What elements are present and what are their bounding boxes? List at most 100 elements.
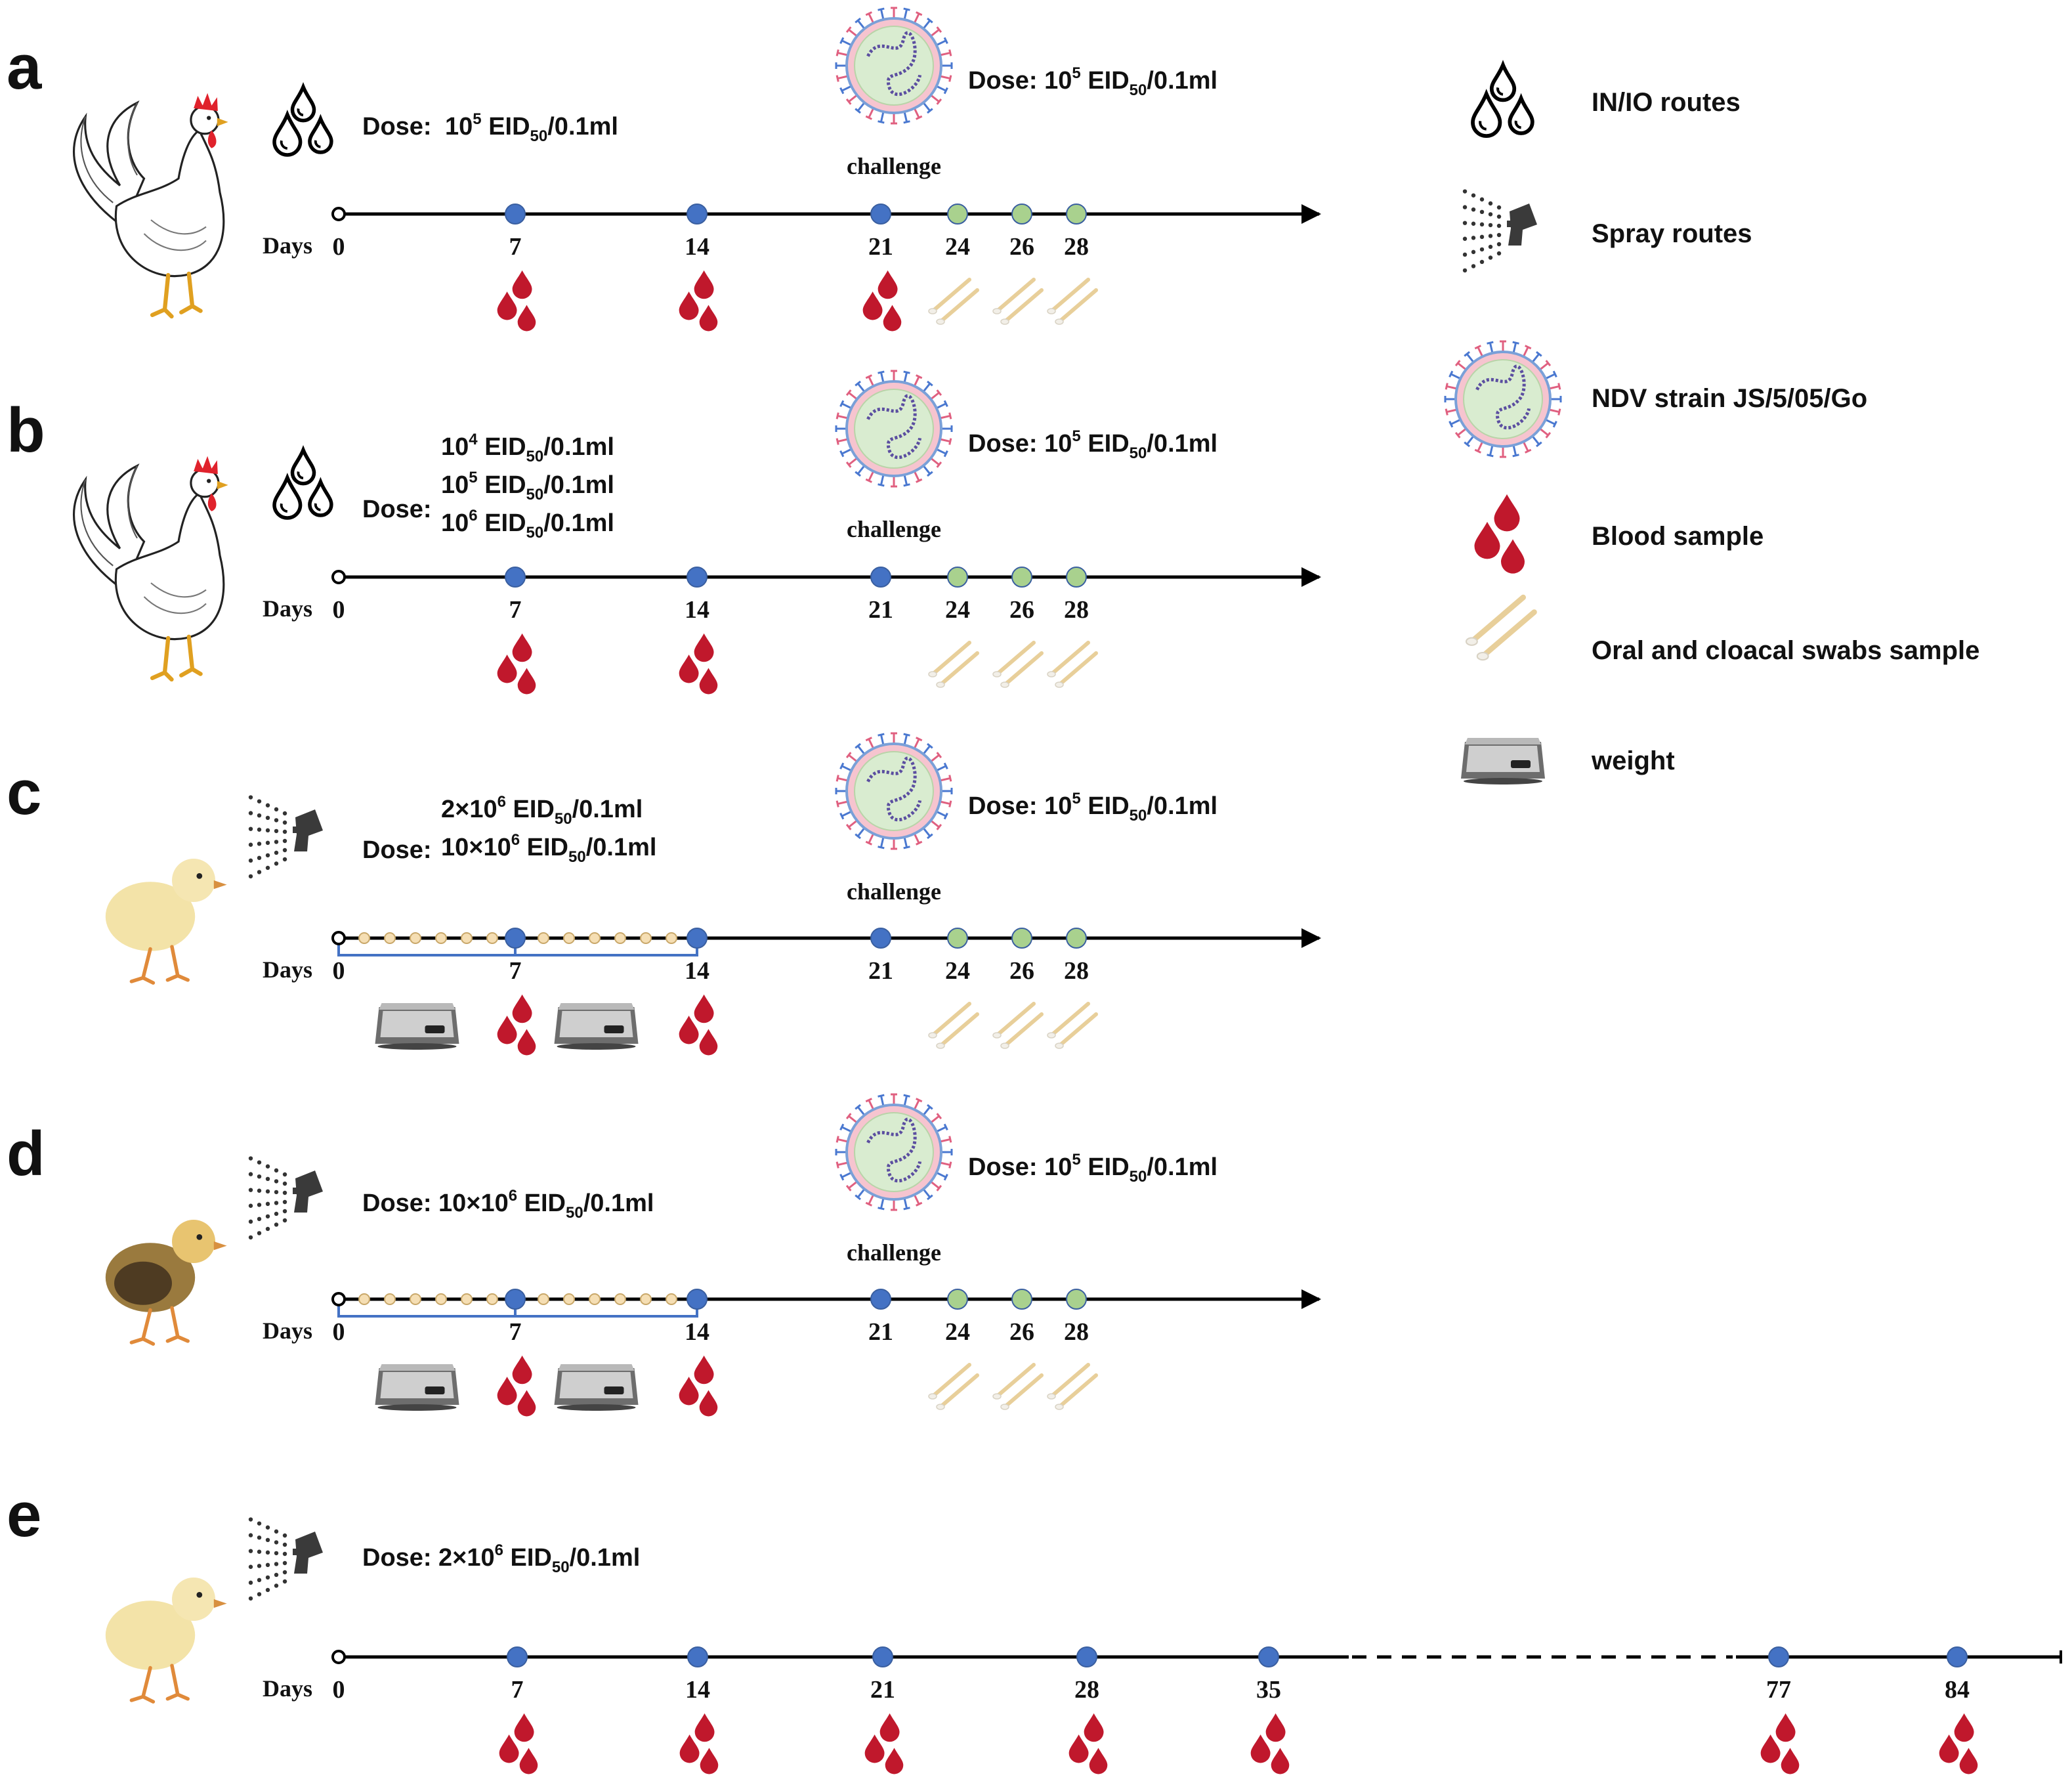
blood-drop-icon (679, 1355, 718, 1417)
weight-bracket (337, 942, 517, 956)
virus-icon (835, 370, 953, 488)
daily-dot (538, 1293, 549, 1305)
day-label: 35 (1256, 1676, 1281, 1704)
swab-icon (992, 278, 1044, 325)
scale-icon (554, 1364, 639, 1411)
legend-item: NDV strain JS/5/05/Go (1444, 340, 1867, 458)
day-label: 28 (1074, 1676, 1099, 1704)
blood-drop-icon (497, 633, 536, 695)
dose-value: 105 EID50/0.1ml (441, 469, 614, 504)
day-marker (505, 1289, 526, 1310)
rooster-icon (72, 93, 228, 319)
virus-icon (835, 7, 953, 125)
day-label: 7 (509, 596, 522, 624)
day-marker-start (331, 1292, 346, 1306)
swab-icon (1047, 1002, 1098, 1049)
swab-icon (928, 1363, 979, 1410)
legend-item: Oral and cloacal swabs sample (1465, 594, 1979, 665)
dose-block: Dose:10×106 EID50/0.1ml (362, 1187, 654, 1222)
day-marker-start (331, 1650, 346, 1664)
daily-dot (666, 1293, 677, 1305)
panel-letter: c (7, 758, 41, 828)
yellow-chick-icon (105, 1578, 227, 1704)
day-label: 7 (509, 233, 522, 261)
dose-prefix: Dose: (362, 1544, 432, 1572)
legend-item: IN/IO routes (1471, 60, 1741, 139)
weight-bracket (514, 942, 698, 956)
day-marker (687, 1646, 708, 1667)
brown-chick-icon (105, 1220, 227, 1346)
daily-dot (666, 932, 677, 944)
dose-prefix: Dose: (362, 1190, 432, 1217)
challenge-label: challenge (847, 1239, 941, 1266)
challenge-dose: Dose: 105 EID50/0.1ml (968, 790, 1217, 825)
day-label: 24 (945, 1318, 970, 1346)
daily-dot (435, 932, 447, 944)
daily-dot (640, 932, 652, 944)
days-label: Days (263, 956, 312, 983)
daily-dot (384, 932, 396, 944)
blood-drop-icon (1760, 1713, 1800, 1774)
legend-label: NDV strain JS/5/05/Go (1592, 384, 1867, 413)
daily-dot (614, 1293, 626, 1305)
legend-item: Spray routes (1462, 189, 1752, 273)
day-marker (947, 928, 968, 949)
legend-label: weight (1591, 746, 1675, 775)
daily-dot (486, 932, 498, 944)
scale-icon (375, 1364, 459, 1411)
challenge-dose: Dose: 105 EID50/0.1ml (968, 427, 1217, 462)
day-marker (947, 567, 968, 588)
panel-letter: a (7, 32, 42, 102)
days-label: Days (263, 1675, 312, 1702)
dose-value: 106 EID50/0.1ml (441, 507, 614, 542)
swab-icon (928, 641, 979, 688)
dose-value: 2×106 EID50/0.1ml (438, 1541, 640, 1576)
swab-icon (1047, 278, 1098, 325)
day-marker (1011, 1289, 1032, 1310)
daily-dot (589, 1293, 601, 1305)
day-marker (1011, 928, 1032, 949)
swab-icon (1047, 1363, 1098, 1410)
day-label: 7 (509, 957, 522, 985)
challenge-label: challenge (847, 516, 941, 542)
day-marker (947, 204, 968, 225)
weight-bracket (337, 1303, 517, 1318)
timeline-axis (339, 1650, 2062, 1664)
daily-dot (358, 932, 370, 944)
swab-icon (1047, 641, 1098, 688)
day-label: 21 (868, 233, 893, 261)
spray-icon (1462, 189, 1537, 273)
swab-icon (1465, 594, 1537, 661)
day-marker (505, 928, 526, 949)
day-label: 84 (1945, 1676, 1970, 1704)
day-marker (1011, 204, 1032, 225)
daily-dot (410, 1293, 421, 1305)
day-marker (1066, 1289, 1087, 1310)
dose-block: Dose:105 EID50/0.1ml (362, 110, 618, 145)
day-marker (1076, 1646, 1097, 1667)
day-marker (687, 204, 708, 225)
day-marker (687, 928, 708, 949)
challenge-label: challenge (847, 878, 941, 905)
spray-icon (248, 1156, 323, 1240)
legend-item: weight (1461, 738, 1675, 784)
weight-bracket (514, 1303, 698, 1318)
swab-icon (928, 278, 979, 325)
swab-icon (928, 1002, 979, 1049)
day-label: 21 (868, 596, 893, 624)
dose-prefix: Dose: (362, 113, 432, 140)
blood-drop-icon (497, 994, 536, 1056)
days-label: Days (263, 1318, 312, 1344)
blood-drop-icon (679, 994, 718, 1056)
day-label: 0 (333, 596, 345, 624)
daily-dot (461, 1293, 473, 1305)
day-label: 28 (1064, 233, 1089, 261)
day-label: 21 (868, 957, 893, 985)
day-marker (1258, 1646, 1279, 1667)
day-label: 21 (868, 1318, 893, 1346)
day-label: 26 (1009, 957, 1034, 985)
